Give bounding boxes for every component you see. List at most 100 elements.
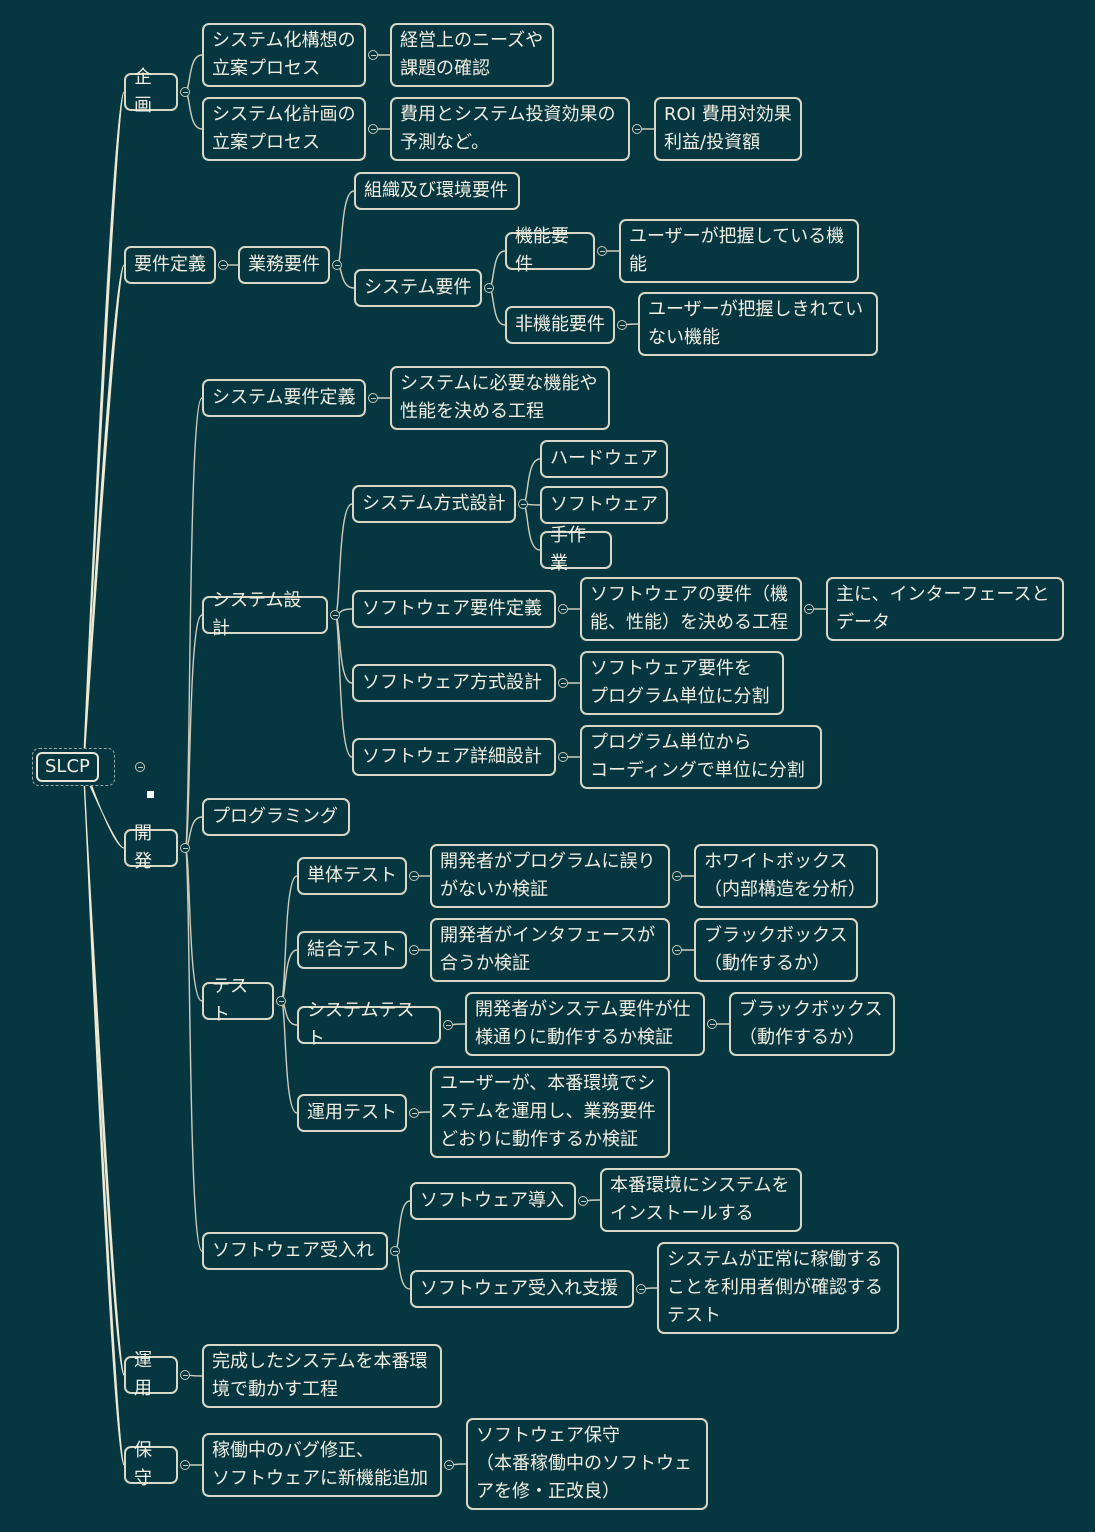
- node-install[interactable]: ソフトウェア導入: [410, 1182, 576, 1220]
- node-swdet[interactable]: ソフトウェア詳細設計: [352, 738, 556, 776]
- connector-root-unyo: [83, 762, 125, 1376]
- node-k2[interactable]: システム化計画の 立案プロセス: [202, 97, 366, 161]
- node-k2a[interactable]: 費用とシステム投資効果の 予測など。: [390, 97, 630, 161]
- collapse-toggle-k1[interactable]: [368, 50, 378, 60]
- node-support[interactable]: ソフトウェア受入れ支援: [410, 1270, 634, 1308]
- node-swreq[interactable]: ソフトウェア要件定義: [352, 590, 556, 628]
- node-optest[interactable]: 運用テスト: [297, 1094, 407, 1132]
- node-swarcha[interactable]: ソフトウェア要件を プログラム単位に分割: [580, 651, 784, 715]
- collapse-toggle-hikino[interactable]: [617, 320, 627, 330]
- collapse-toggle-gyomu[interactable]: [332, 260, 342, 270]
- collapse-toggle-sysyoken[interactable]: [484, 283, 494, 293]
- node-sysd[interactable]: システム設計: [202, 590, 328, 639]
- collapse-toggle-kaihatsu[interactable]: [180, 843, 190, 853]
- collapse-toggle-optest[interactable]: [409, 1108, 419, 1118]
- node-k2b[interactable]: ROI 費用対効果 利益/投資額: [654, 97, 802, 161]
- node-hoshub[interactable]: ソフトウェア保守 （本番稼働中のソフトウェ アを修・正改良）: [466, 1418, 708, 1510]
- collapse-toggle-test[interactable]: [276, 996, 286, 1006]
- node-accept[interactable]: ソフトウェア受入れ: [202, 1232, 388, 1270]
- collapse-toggle-integ[interactable]: [409, 945, 419, 955]
- node-swdeta[interactable]: プログラム単位から コーディングで単位に分割: [580, 725, 822, 789]
- node-manual[interactable]: 手作業: [540, 525, 612, 574]
- collapse-toggle-support[interactable]: [636, 1284, 646, 1294]
- node-hw[interactable]: ハードウェア: [540, 440, 668, 478]
- node-kaihatsu[interactable]: 開発: [124, 823, 178, 872]
- collapse-toggle-swreqa[interactable]: [804, 604, 814, 614]
- collapse-toggle-unita[interactable]: [672, 871, 682, 881]
- node-swarch[interactable]: ソフトウェア方式設計: [352, 664, 556, 702]
- connector-hoshiki-manual: [522, 503, 541, 551]
- node-k1a[interactable]: 経営上のニーズや 課題の確認: [390, 23, 554, 87]
- node-unit[interactable]: 単体テスト: [297, 857, 407, 895]
- connector-kaihatsu-sysd: [184, 614, 203, 849]
- node-supporta[interactable]: システムが正常に稼働する ことを利用者側が確認する テスト: [657, 1242, 899, 1334]
- collapse-toggle-systesta[interactable]: [707, 1019, 717, 1029]
- node-swreqa[interactable]: ソフトウェアの要件（機 能、性能）を決める工程: [580, 577, 802, 641]
- collapse-toggle-youken[interactable]: [218, 260, 228, 270]
- connector-kikaku-k2: [184, 91, 203, 130]
- resize-handle[interactable]: [147, 791, 154, 798]
- collapse-toggle-hoshua[interactable]: [444, 1460, 454, 1470]
- collapse-toggle-unit[interactable]: [409, 871, 419, 881]
- node-soshiki[interactable]: 組織及び環境要件: [354, 172, 520, 210]
- node-systestb[interactable]: ブラックボックス （動作するか）: [729, 992, 895, 1056]
- connector-sysyoken-kino: [488, 250, 506, 289]
- node-swreqb[interactable]: 主に、インターフェースと データ: [826, 577, 1064, 641]
- connector-accept-install: [394, 1200, 411, 1252]
- collapse-toggle-install[interactable]: [578, 1196, 588, 1206]
- node-sysyoken[interactable]: システム要件: [354, 269, 482, 307]
- node-kikaku[interactable]: 企画: [124, 67, 178, 116]
- collapse-toggle-kino[interactable]: [597, 246, 607, 256]
- node-unita[interactable]: 開発者がプログラムに誤り がないか検証: [430, 844, 670, 908]
- node-syt[interactable]: システム要件定義: [202, 379, 366, 417]
- collapse-toggle-accept[interactable]: [390, 1246, 400, 1256]
- node-hoshiki[interactable]: システム方式設計: [352, 485, 516, 523]
- node-integ[interactable]: 結合テスト: [297, 931, 407, 969]
- connector-root-youken: [83, 264, 125, 772]
- collapse-toggle-kikaku[interactable]: [180, 87, 190, 97]
- node-k1[interactable]: システム化構想の 立案プロセス: [202, 23, 366, 87]
- node-hoshu[interactable]: 保守: [124, 1440, 178, 1489]
- collapse-toggle-syt[interactable]: [368, 393, 378, 403]
- root-node-label: SLCP: [36, 752, 99, 782]
- connector-kaihatsu-accept: [184, 847, 203, 1252]
- connector-kaihatsu-test: [184, 847, 203, 1002]
- node-hoshua[interactable]: 稼働中のバグ修正、 ソフトウェアに新機能追加: [202, 1433, 442, 1497]
- node-test[interactable]: テスト: [202, 976, 274, 1025]
- collapse-toggle-unyo[interactable]: [180, 1370, 190, 1380]
- connector-test-integ: [280, 949, 298, 1002]
- collapse-toggle-sysd[interactable]: [330, 610, 340, 620]
- node-optesta[interactable]: ユーザーが、本番環境でシ ステムを運用し、業務要件 どおりに動作するか検証: [430, 1066, 670, 1158]
- node-systest[interactable]: システムテスト: [297, 1000, 441, 1049]
- connector-root-hoshu: [83, 762, 125, 1466]
- node-youken[interactable]: 要件定義: [124, 246, 216, 284]
- node-unitb[interactable]: ホワイトボックス （内部構造を分析）: [694, 844, 878, 908]
- root-collapse-toggle[interactable]: [135, 762, 145, 772]
- node-hikinoa[interactable]: ユーザーが把握しきれてい ない機能: [638, 292, 878, 356]
- collapse-toggle-swreq[interactable]: [558, 604, 568, 614]
- connector-sysyoken-hikino: [488, 287, 506, 326]
- node-prog[interactable]: プログラミング: [202, 798, 350, 836]
- collapse-toggle-hoshu[interactable]: [180, 1460, 190, 1470]
- collapse-toggle-k2[interactable]: [368, 124, 378, 134]
- root-node[interactable]: SLCP: [32, 748, 115, 786]
- node-unyo[interactable]: 運用: [124, 1350, 178, 1399]
- collapse-toggle-intega[interactable]: [672, 945, 682, 955]
- node-hikino[interactable]: 非機能要件: [505, 306, 615, 344]
- collapse-toggle-hoshiki[interactable]: [518, 499, 528, 509]
- node-kinoa[interactable]: ユーザーが把握している機 能: [619, 219, 859, 283]
- collapse-toggle-k2a[interactable]: [632, 124, 642, 134]
- node-systesta[interactable]: 開発者がシステム要件が仕 様通りに動作するか検証: [465, 992, 705, 1056]
- node-kino[interactable]: 機能要件: [505, 226, 595, 275]
- node-intega[interactable]: 開発者がインタフェースが 合うか検証: [430, 918, 670, 982]
- node-sw[interactable]: ソフトウェア: [540, 486, 668, 524]
- node-integb[interactable]: ブラックボックス （動作するか）: [694, 918, 858, 982]
- node-unyoa[interactable]: 完成したシステムを本番環 境で動かす工程: [202, 1344, 442, 1408]
- collapse-toggle-swarch[interactable]: [558, 678, 568, 688]
- node-installa[interactable]: 本番環境にシステムを インストールする: [600, 1168, 802, 1232]
- collapse-toggle-swdet[interactable]: [558, 752, 568, 762]
- node-gyomu[interactable]: 業務要件: [238, 246, 330, 284]
- collapse-toggle-systest[interactable]: [443, 1020, 453, 1030]
- node-syta[interactable]: システムに必要な機能や 性能を決める工程: [390, 366, 610, 430]
